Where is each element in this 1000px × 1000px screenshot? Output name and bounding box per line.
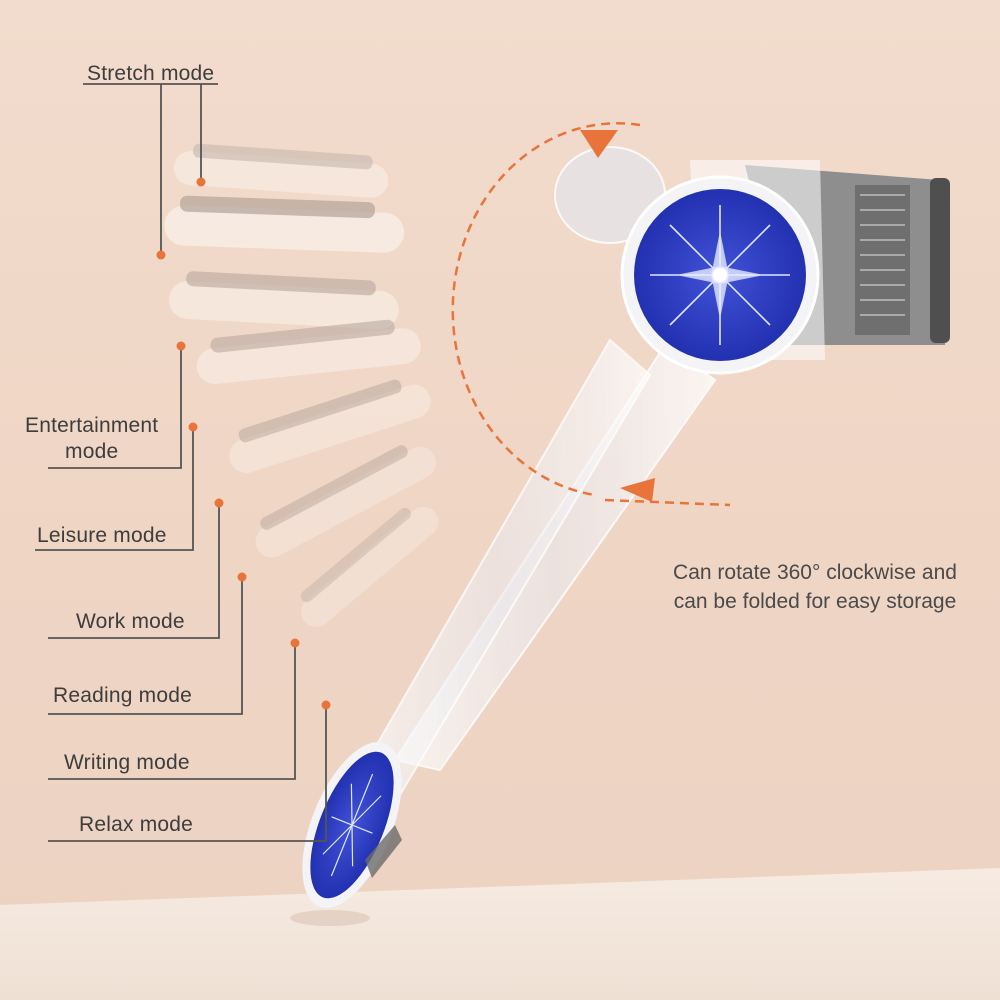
label-writing-mode: Writing mode: [64, 751, 190, 774]
ghost-blades: [164, 143, 439, 627]
label-entertainment-mode: Entertainment mode: [25, 414, 159, 463]
snowflake-icon: [650, 205, 790, 345]
table-surface: [0, 868, 1000, 1000]
label-work-mode: Work mode: [76, 610, 185, 633]
label-relax-mode: Relax mode: [79, 813, 194, 836]
leader-leisure: [35, 427, 194, 551]
leader-writing: [48, 643, 296, 780]
snowflake-icon: [322, 773, 382, 877]
label-leisure-mode: Leisure mode: [37, 524, 167, 547]
rotation-note: Can rotate 360° clockwise and can be fol…: [673, 561, 957, 613]
leader-work: [48, 503, 220, 639]
leader-entertainment: [48, 346, 182, 469]
leader-reading: [48, 577, 243, 715]
rotate-arrow-icon: [451, 122, 731, 507]
label-stretch-mode: Stretch mode: [87, 62, 215, 85]
label-reading-mode: Reading mode: [53, 684, 192, 707]
leader-relax: [48, 705, 327, 842]
